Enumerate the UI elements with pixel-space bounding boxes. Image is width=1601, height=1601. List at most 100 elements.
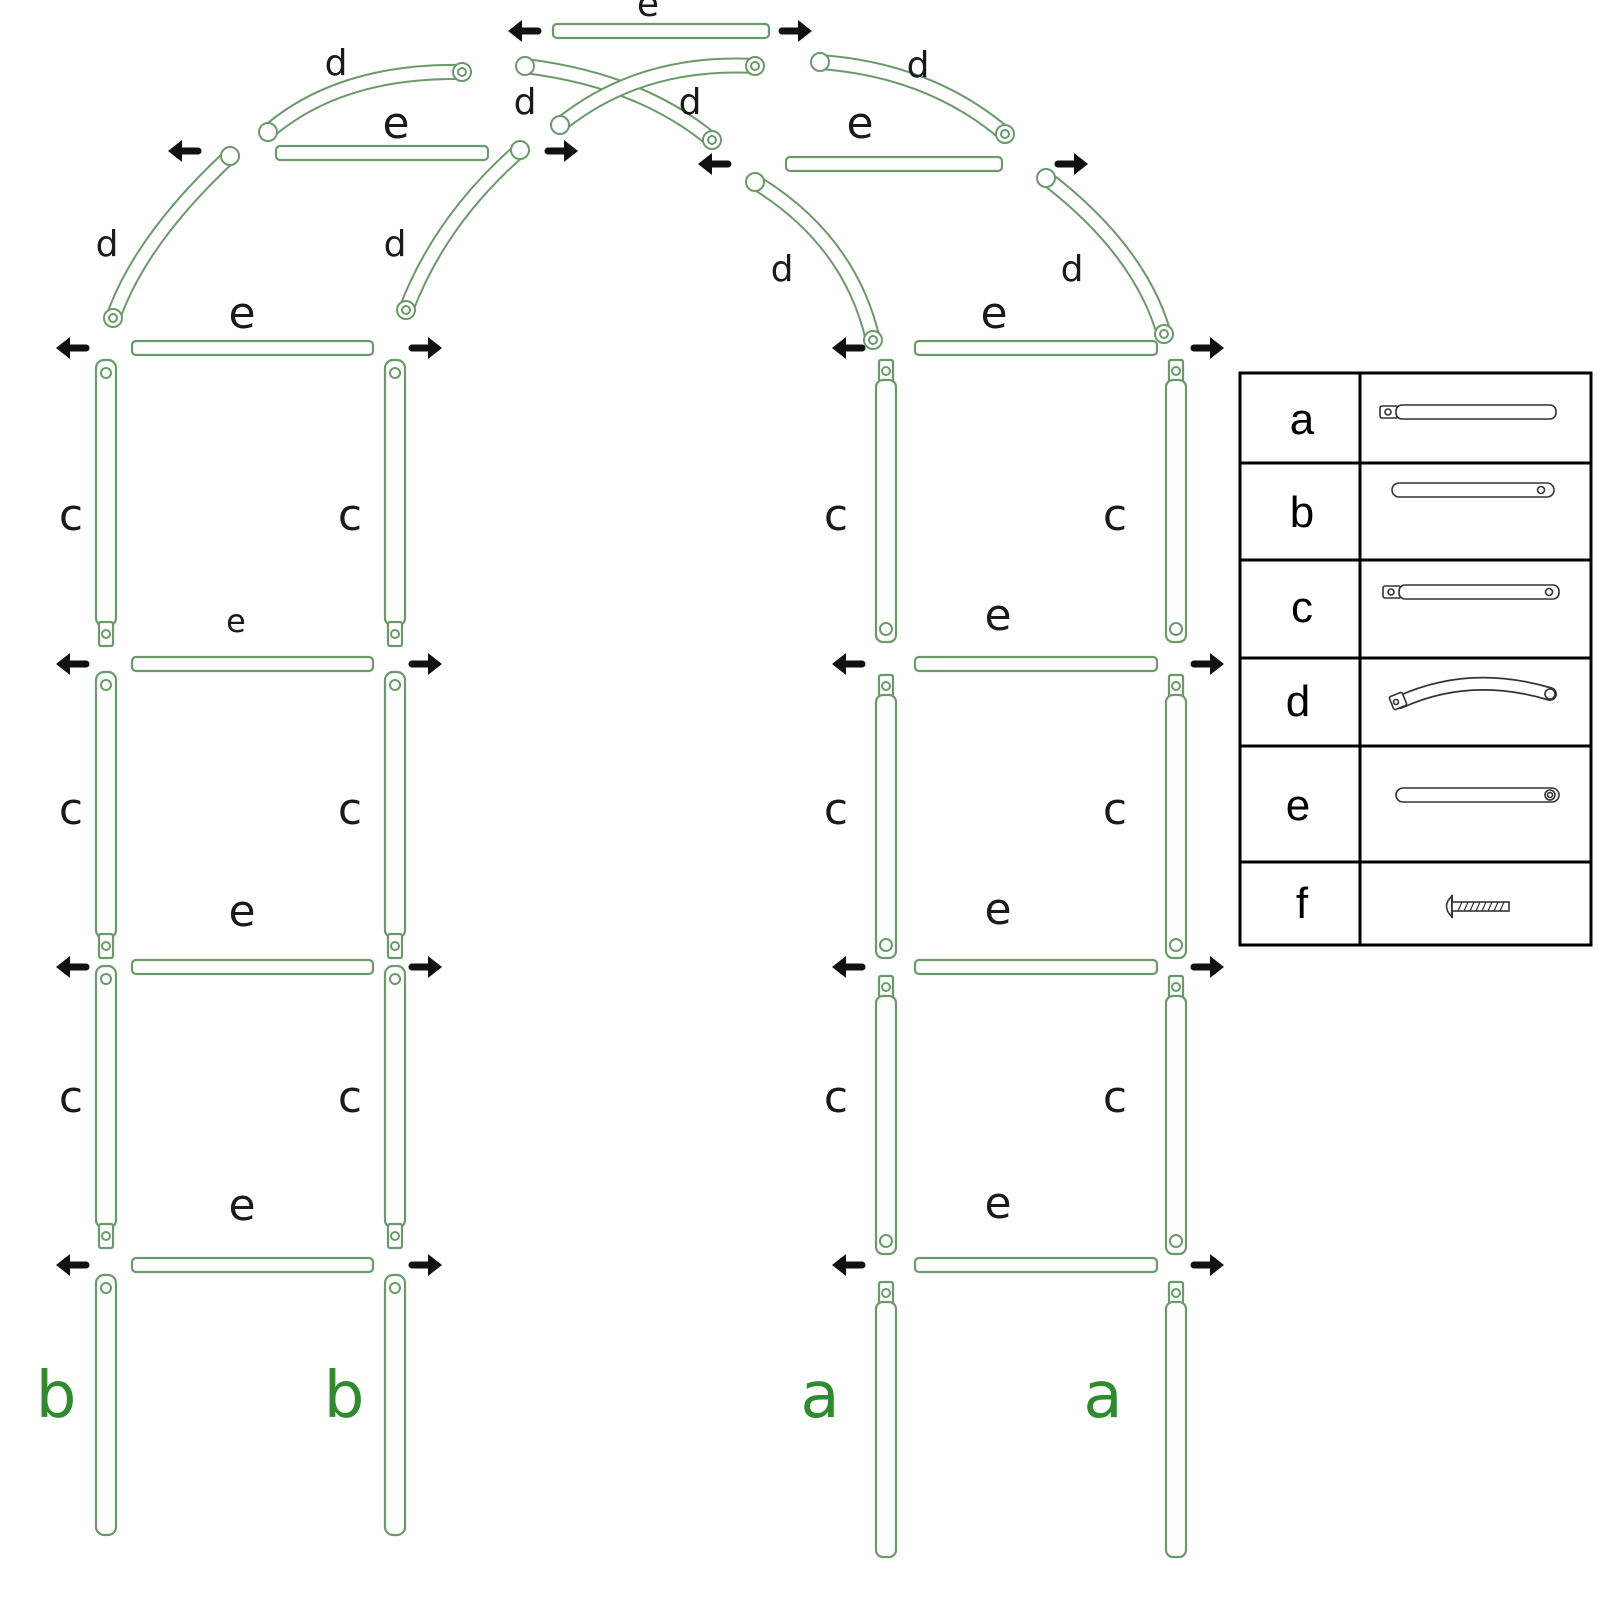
curve-end-hole — [750, 61, 760, 71]
arrow-left — [832, 1254, 866, 1276]
left-post-c-inner-1 — [383, 358, 407, 648]
post-tube — [874, 378, 898, 644]
post-tab-hole — [1171, 1288, 1181, 1298]
post-tube — [383, 358, 407, 628]
screw-part — [1445, 894, 1510, 919]
post-bottom-tab-hole — [390, 629, 400, 639]
label-left-c-inner-2: c — [338, 784, 362, 835]
label-right-c-outer-2: c — [1103, 784, 1127, 835]
arrow-left — [508, 20, 542, 42]
legend-key-b: b — [1290, 488, 1314, 537]
label-base-left-inner: b — [324, 1359, 365, 1433]
arc-d-center-right — [550, 56, 765, 135]
curve-fill — [262, 65, 468, 138]
arrow-head — [1210, 1254, 1224, 1276]
curve-end-hole — [1000, 129, 1010, 139]
arrow-right — [408, 653, 442, 675]
arrow-head — [428, 337, 442, 359]
arrow-left — [56, 653, 90, 675]
post-tab-hole — [881, 1288, 891, 1298]
post-tube — [1164, 378, 1188, 644]
arrow-right — [1190, 653, 1224, 675]
arrow-right — [1190, 337, 1224, 359]
label-d-lower-right-outer: d — [1061, 249, 1084, 290]
arrow-head — [564, 140, 578, 162]
arrow-head — [832, 653, 846, 675]
post-tube — [383, 964, 407, 1230]
curve-end-hole — [1159, 329, 1169, 339]
post-tab-hole — [1171, 982, 1181, 992]
left-crossbar-e-2 — [130, 655, 375, 673]
label-e-upper-right: e — [846, 98, 873, 149]
left-crossbar-e-1 — [130, 339, 375, 357]
arrow-right — [408, 337, 442, 359]
right-crossbar-e-2 — [913, 655, 1159, 673]
label-left-c-inner-1: c — [338, 490, 362, 541]
right-crossbar-e-4 — [913, 1256, 1159, 1274]
right-base-a-inner — [874, 1280, 898, 1559]
parts-legend-table: a b c d e f — [1238, 371, 1593, 947]
arrow-left — [832, 956, 866, 978]
post-top-hole — [389, 973, 401, 985]
post-tube — [1164, 1300, 1188, 1559]
label-right-c-inner-3: c — [824, 1072, 848, 1123]
curve-end-hole — [868, 335, 878, 345]
label-left-e-4: e — [228, 1180, 255, 1231]
arrow-head — [698, 153, 712, 175]
arrow-head — [1074, 153, 1088, 175]
curved-tube-part — [1388, 676, 1557, 711]
label-d-lower-left-inner: d — [384, 224, 407, 265]
arrow-right — [408, 1254, 442, 1276]
label-left-c-outer-3: c — [59, 1072, 83, 1123]
post-tube — [383, 1273, 407, 1537]
curve-end-joint — [515, 56, 535, 76]
arrow-right — [1190, 1254, 1224, 1276]
post-bottom-tab-hole — [101, 1231, 111, 1241]
right-base-a-outer — [1164, 1280, 1188, 1559]
right-post-c-outer-1 — [1164, 358, 1188, 644]
arrow-head — [1210, 337, 1224, 359]
post-bottom-tab-hole — [101, 941, 111, 951]
curve-end-hole — [401, 305, 411, 315]
arrow-head — [1210, 653, 1224, 675]
arrow-left — [56, 337, 90, 359]
arrow-head — [832, 1254, 846, 1276]
legend-key-f: f — [1296, 879, 1309, 928]
right-post-c-outer-3 — [1164, 974, 1188, 1256]
left-base-b-outer — [94, 1273, 118, 1537]
left-post-c-outer-3 — [94, 964, 118, 1250]
curve-fill — [814, 56, 1011, 140]
right-crossbar-e-1 — [913, 339, 1159, 357]
direction-arrows — [56, 20, 1224, 1276]
post-tab-hole — [881, 982, 891, 992]
arrow-head — [168, 140, 182, 162]
arrow-right — [408, 956, 442, 978]
post-bottom-tab-hole — [101, 629, 111, 639]
arrow-head — [56, 337, 70, 359]
curve-end-joint — [510, 140, 530, 160]
left-base-b-inner — [383, 1273, 407, 1537]
label-right-c-inner-2: c — [824, 784, 848, 835]
straight-tube-with-hole-part — [1391, 482, 1555, 498]
post-bottom-tab-hole — [390, 1231, 400, 1241]
label-d-lower-right-inner: d — [771, 249, 794, 290]
post-tube — [383, 670, 407, 940]
label-left-c-outer-2: c — [59, 784, 83, 835]
arc-d-lower-right-outer — [1036, 168, 1174, 344]
post-top-hole — [100, 679, 112, 691]
label-right-c-inner-1: c — [824, 490, 848, 541]
arrow-head — [1210, 956, 1224, 978]
label-e-upper-left: e — [382, 98, 409, 149]
post-tube — [874, 994, 898, 1256]
arc-d-lower-right-inner — [745, 172, 883, 350]
legend-key-e: e — [1286, 781, 1310, 830]
post-bottom-hole — [1169, 622, 1183, 636]
post-tab-hole — [881, 366, 891, 376]
label-base-left-outer: b — [36, 1359, 77, 1433]
arrow-right — [1190, 956, 1224, 978]
right-post-c-inner-2 — [874, 673, 898, 960]
curve-fill — [400, 144, 526, 316]
left-post-c-outer-2 — [94, 670, 118, 960]
curve-end-joint — [220, 146, 240, 166]
post-top-hole — [100, 973, 112, 985]
